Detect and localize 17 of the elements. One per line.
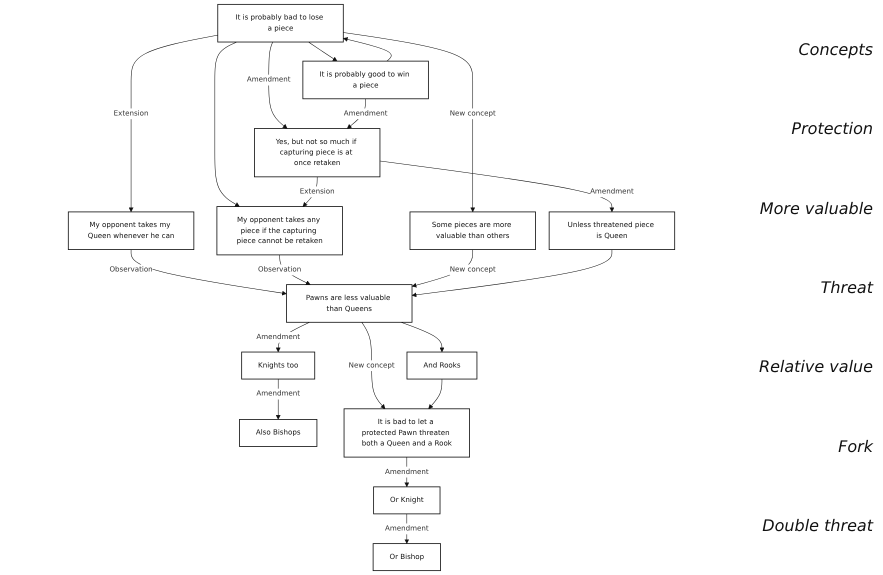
- arrow: [428, 378, 442, 410]
- level-label: Protection: [791, 119, 873, 138]
- level-label: More valuable: [760, 198, 873, 218]
- level-label: Double threat: [762, 516, 873, 535]
- arrow: [380, 160, 614, 212]
- level-label: Threat: [820, 278, 873, 297]
- arrow: [128, 34, 218, 212]
- arrow: [130, 249, 287, 296]
- arrow: [343, 37, 392, 62]
- level-label: Concepts: [798, 40, 873, 60]
- level-label: Fork: [838, 436, 873, 456]
- arrow: [268, 42, 288, 129]
- arrow: [214, 42, 240, 207]
- level-label: Relative value: [758, 357, 873, 376]
- arrow: [308, 42, 338, 62]
- arrow: [400, 322, 444, 352]
- arrow: [343, 32, 476, 212]
